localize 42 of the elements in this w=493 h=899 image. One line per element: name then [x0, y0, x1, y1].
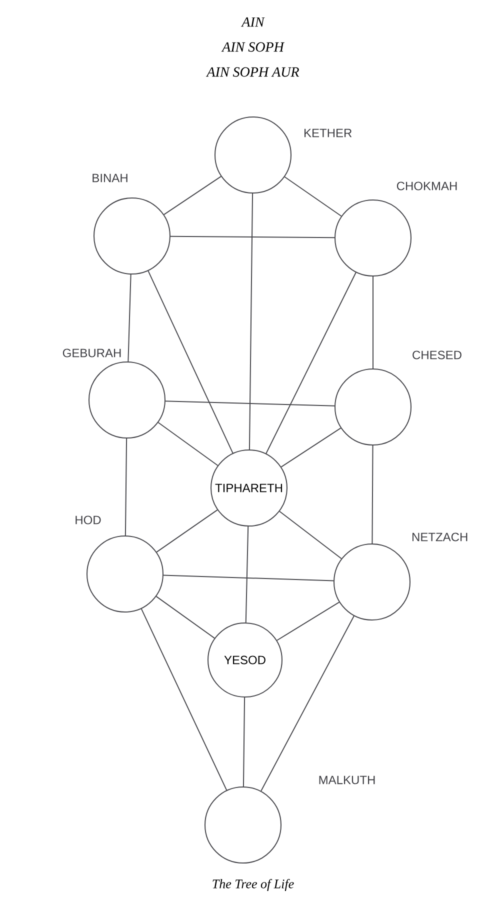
- sephira-name: HOD: [76, 516, 101, 524]
- path-line: [164, 176, 222, 216]
- path-line: [372, 445, 374, 544]
- path-line: [242, 697, 246, 787]
- path-line: [124, 438, 128, 536]
- sephira-name: NETZACH: [412, 532, 468, 542]
- sephira-name: CHESED: [412, 350, 462, 360]
- path-line: [248, 193, 254, 450]
- sephira-name: GEBURAH: [62, 348, 121, 358]
- path-line: [128, 274, 132, 362]
- path-line: [148, 270, 234, 454]
- path-line: [266, 272, 356, 454]
- sephira-circle: [334, 368, 412, 446]
- path-line: [140, 608, 228, 791]
- path-line: [162, 574, 334, 582]
- sephira-circle: [86, 536, 164, 612]
- sephira-circle: [214, 116, 292, 194]
- heading-line: AIN SOPH AUR: [206, 67, 300, 77]
- sephira-circle: [334, 544, 410, 620]
- sephira-circle: [88, 362, 166, 438]
- heading-line: AIN: [240, 17, 265, 27]
- sephira-circle: [94, 198, 170, 274]
- path-line: [276, 602, 340, 641]
- path-line: [372, 276, 374, 369]
- path-line: [280, 428, 342, 468]
- path-line: [284, 176, 342, 217]
- sephira-circle: [204, 786, 282, 864]
- path-line: [156, 596, 216, 639]
- path-line: [158, 422, 218, 466]
- sephira-name: KETHER: [304, 128, 352, 138]
- path-line: [170, 236, 335, 238]
- heading-line: AIN SOPH: [221, 42, 285, 52]
- caption: The Tree of Life: [212, 879, 294, 891]
- path-line: [245, 526, 249, 624]
- sephira-name: BINAH: [92, 174, 128, 182]
- sephira-name: CHOKMAH: [396, 182, 457, 190]
- path-line: [164, 400, 336, 406]
- path-line: [156, 509, 218, 553]
- path-line: [279, 510, 342, 560]
- path-line: [260, 616, 354, 792]
- sephira-circle: [334, 200, 412, 276]
- sephira-name: MALKUTH: [319, 776, 375, 784]
